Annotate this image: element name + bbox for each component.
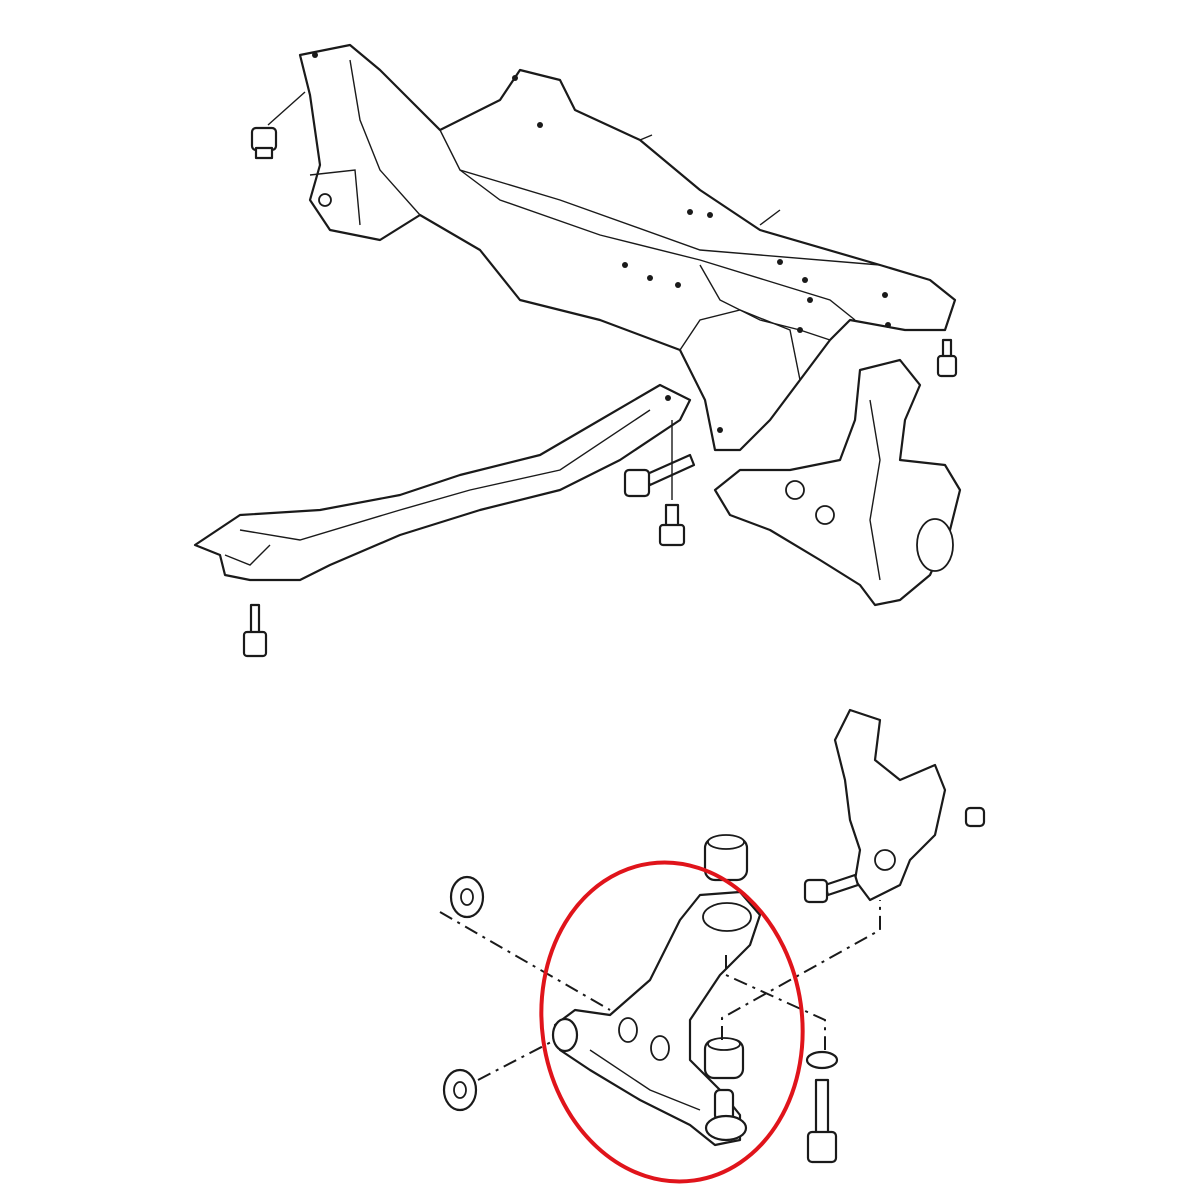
ball-joint xyxy=(704,1088,748,1142)
lower-control-arm xyxy=(551,890,762,1147)
highlight-circle xyxy=(539,860,805,1184)
bolt xyxy=(242,603,268,658)
steering-knuckle-upper xyxy=(713,358,962,607)
front-subframe xyxy=(298,43,957,452)
leader-lines xyxy=(439,900,881,1081)
washer xyxy=(805,1050,839,1070)
bushing xyxy=(703,834,749,882)
bolt xyxy=(803,873,860,904)
bolt xyxy=(936,338,958,378)
bolt xyxy=(658,420,686,547)
nut xyxy=(964,806,986,828)
washer xyxy=(442,1068,478,1112)
fasteners-lower xyxy=(442,806,986,1164)
fasteners-upper xyxy=(242,91,958,658)
bolt xyxy=(806,1078,838,1164)
washer xyxy=(449,875,485,919)
bolt xyxy=(623,453,696,498)
bushing-nut xyxy=(250,91,306,160)
steering-knuckle-lower xyxy=(833,708,947,902)
crossmember xyxy=(193,383,692,582)
bushing xyxy=(703,1037,745,1080)
